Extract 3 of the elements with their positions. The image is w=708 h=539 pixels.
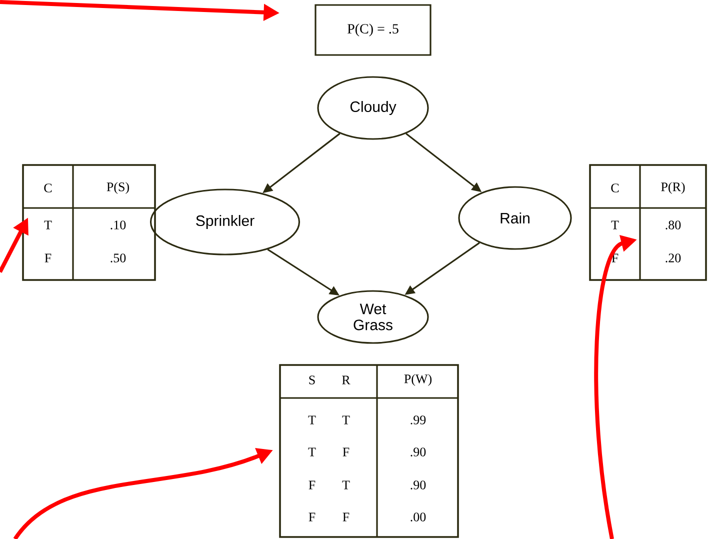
probability-box: P(C) = .5: [314, 4, 432, 56]
probability-table: S R P(W) T T .99 T F .90 F T .90 F F .00: [279, 364, 459, 538]
probability-table: C P(S) T .10 F .50: [22, 164, 156, 281]
